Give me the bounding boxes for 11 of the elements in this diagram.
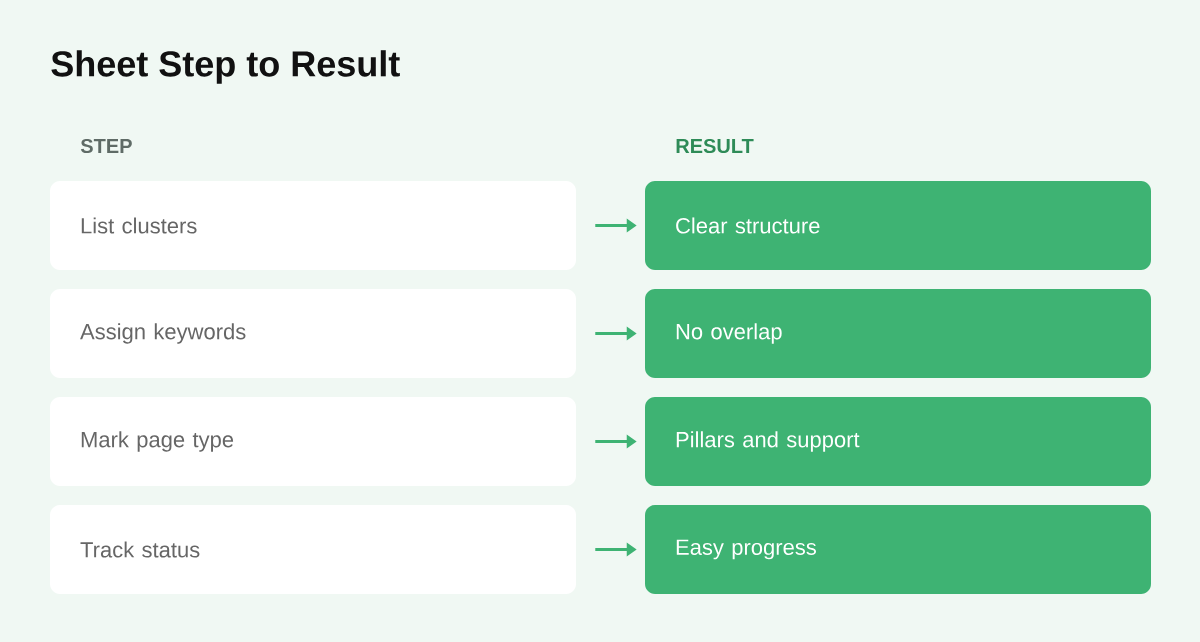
step-box: List clusters (50, 181, 576, 270)
column-heading: STEP (80, 138, 132, 154)
result-box: Pillars and support (645, 397, 1151, 486)
step-box: Assign keywords (50, 289, 576, 378)
result-box: Clear structure (645, 181, 1151, 270)
step-box: Mark page type (50, 397, 576, 486)
result-box: Easy progress (645, 505, 1151, 594)
column-heading: RESULT (676, 138, 754, 154)
result-box: No overlap (645, 289, 1151, 378)
title: Sheet Step to Result (51, 50, 400, 84)
step-box: Track status (50, 505, 576, 594)
